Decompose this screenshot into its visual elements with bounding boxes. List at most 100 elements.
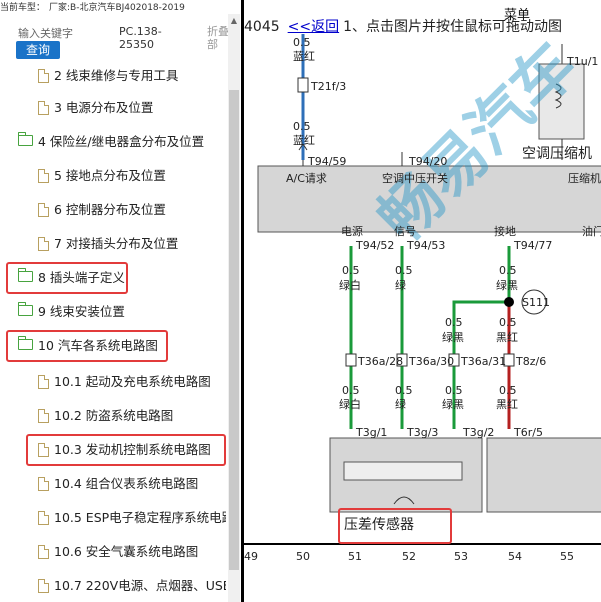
scroll-up-arrow-icon[interactable]: ▲ — [228, 14, 240, 28]
tree-item-label: 10 汽车各系统电路图 — [38, 337, 158, 353]
search-button[interactable]: 查询 — [16, 41, 60, 59]
tree-item-label: 5 接地点分布及位置 — [54, 167, 166, 183]
document-icon — [38, 578, 49, 593]
tree-document[interactable]: 10.7 220V电源、点烟器、USB — [38, 572, 226, 598]
document-icon — [38, 374, 49, 389]
document-icon — [38, 408, 49, 423]
diagram-label-b4-c: 黑红 — [496, 398, 518, 411]
diagram-label-t1u1: T1u/1 — [567, 55, 599, 68]
instruction-text: 1、点击图片并按住鼠标可拖动动图 — [343, 19, 563, 34]
diagram-label-b2-c: 绿 — [395, 398, 406, 411]
tree-document[interactable]: 3 电源分布及位置 — [38, 94, 153, 120]
document-icon — [38, 544, 49, 559]
catalog-tree: 2 线束维修与专用工具 3 电源分布及位置 4 保险丝/继电器盒分布及位置 5 接地点… — [0, 62, 226, 602]
wiring-diagram-svg[interactable] — [244, 34, 601, 602]
diagram-label-s2-c: 绿 — [395, 279, 406, 292]
tree-document[interactable]: 6 控制器分布及位置 — [38, 196, 166, 222]
diagram-label-mid-switch: 空调中压开关 — [382, 172, 448, 185]
diagram-label-compressor: 空调压缩机 — [522, 146, 592, 162]
diagram-label-oil: 油门 — [582, 225, 601, 238]
diagram-label-b3-w: 0.5 — [445, 384, 463, 397]
diagram-label-s4b-w: 0.5 — [499, 316, 517, 329]
top-bar: 当前车型：厂家:B-北京汽车BJ402018-2019 — [0, 0, 244, 14]
diagram-label-s111: S111 — [522, 296, 550, 309]
menu-label[interactable]: 菜单 — [504, 8, 531, 23]
diagram-label-b2-w: 0.5 — [395, 384, 413, 397]
diagram-label-s3-w: 0.5 — [445, 316, 463, 329]
folder-icon — [18, 268, 33, 282]
diagram-label-ac-request: A/C请求 — [286, 172, 327, 185]
tree-folder[interactable]: 4 保险丝/继电器盒分布及位置 — [18, 128, 204, 154]
diagram-label-w05a: 0.5 — [293, 36, 311, 49]
tree-document[interactable]: 7 对接插头分布及位置 — [38, 230, 178, 256]
diagram-label-signal: 信号 — [394, 225, 416, 238]
diagram-label-s1-c: 绿白 — [339, 279, 361, 292]
diagram-label-t94-59: T94/59 — [308, 155, 347, 168]
tree-item-label: 10.7 220V电源、点烟器、USB — [54, 577, 226, 593]
diagram-label-s4b-c: 黑红 — [496, 331, 518, 344]
tree-item-label: 2 线束维修与专用工具 — [54, 67, 179, 83]
diagram-label-t36a-28: T36a/28 — [358, 355, 404, 368]
tree-item-label: 10.5 ESP电子稳定程序系统电路图 — [54, 509, 226, 525]
highlight-box — [6, 330, 168, 362]
diagram-label-c-lanhong-a: 蓝红 — [293, 50, 315, 63]
diagram-label-t3g-2: T3g/2 — [463, 426, 495, 439]
tree-folder[interactable]: 9 线束安装位置 — [18, 298, 125, 324]
tree-document[interactable]: 10.1 起动及充电系统电路图 — [38, 368, 211, 394]
diagram-label-s4-w: 0.5 — [499, 264, 517, 277]
document-icon — [38, 100, 49, 115]
tree-item-label: 8 插头端子定义 — [38, 269, 125, 285]
document-icon — [38, 68, 49, 83]
diagram-label-t94-20: T94/20 — [409, 155, 448, 168]
tree-document[interactable]: 10.3 发动机控制系统电路图 — [38, 436, 211, 462]
diagram-label-t3g-1: T3g/1 — [356, 426, 388, 439]
document-icon — [38, 236, 49, 251]
diagram-label-t8z-6: T8z/6 — [516, 355, 547, 368]
car-model-value: 厂家:B-北京汽车BJ402018-2019 — [49, 3, 185, 13]
tree-item-label: 10.6 安全气囊系统电路图 — [54, 543, 199, 559]
diagram-label-power: 电源 — [341, 225, 363, 238]
tree-item-label: 4 保险丝/继电器盒分布及位置 — [38, 133, 205, 149]
document-icon — [38, 168, 49, 183]
diagram-label-sensor: 压差传感器 — [344, 517, 414, 533]
diagram-label-t3g-3: T3g/3 — [407, 426, 439, 439]
diagram-label-w05b: 0.5 — [293, 120, 311, 133]
highlight-box — [26, 434, 226, 466]
tree-folder[interactable]: 10 汽车各系统电路图 — [18, 332, 158, 358]
tree-document[interactable]: 5 接地点分布及位置 — [38, 162, 166, 188]
diagram-label-s3-c: 绿黑 — [442, 331, 464, 344]
document-icon — [38, 202, 49, 217]
sensor-highlight — [338, 508, 452, 544]
tree-document[interactable]: 10.5 ESP电子稳定程序系统电路图 — [38, 504, 226, 530]
ruler-tick-label: 55 — [560, 550, 574, 563]
tree-document[interactable]: 10.6 安全气囊系统电路图 — [38, 538, 198, 564]
tree-document[interactable]: 10.2 防盗系统电路图 — [38, 402, 173, 428]
tree-item-label: 10.1 起动及充电系统电路图 — [54, 373, 211, 389]
tree-document[interactable]: 2 线束维修与专用工具 — [38, 62, 178, 88]
diagram-label-b1-w: 0.5 — [342, 384, 360, 397]
diagram-label-t6r-5: T6r/5 — [514, 426, 543, 439]
diagram-label-t94-77: T94/77 — [514, 239, 553, 252]
tree-scrollbar[interactable]: ▲ — [228, 14, 240, 602]
diagram-label-b1-c: 绿白 — [339, 398, 361, 411]
back-link[interactable]: <<返回 — [287, 19, 340, 34]
panel-divider[interactable] — [241, 0, 244, 602]
scroll-thumb[interactable] — [229, 90, 239, 570]
folder-icon — [18, 336, 33, 350]
ruler-tick-label: 54 — [508, 550, 522, 563]
tree-folder[interactable]: 8 插头端子定义 — [18, 264, 125, 290]
diagram-label-s2-w: 0.5 — [395, 264, 413, 277]
document-icon — [38, 510, 49, 525]
diagram-label-t94-52: T94/52 — [356, 239, 395, 252]
diagram-label-c-lanhong-b: 蓝红 — [293, 134, 315, 147]
tree-document[interactable]: 10.4 组合仪表系统电路图 — [38, 470, 198, 496]
page-number: 4045 — [244, 19, 280, 34]
search-input[interactable]: 输入关键字 — [18, 27, 73, 40]
document-code: PC.138-25350 — [119, 25, 162, 51]
tree-item-label: 3 电源分布及位置 — [54, 99, 154, 115]
ruler-tick-label: 51 — [348, 550, 362, 563]
car-model-label: 当前车型： — [0, 3, 46, 13]
diagram-label-t36a-30: T36a/30 — [409, 355, 455, 368]
diagram-label-b3-c: 绿黑 — [442, 398, 464, 411]
